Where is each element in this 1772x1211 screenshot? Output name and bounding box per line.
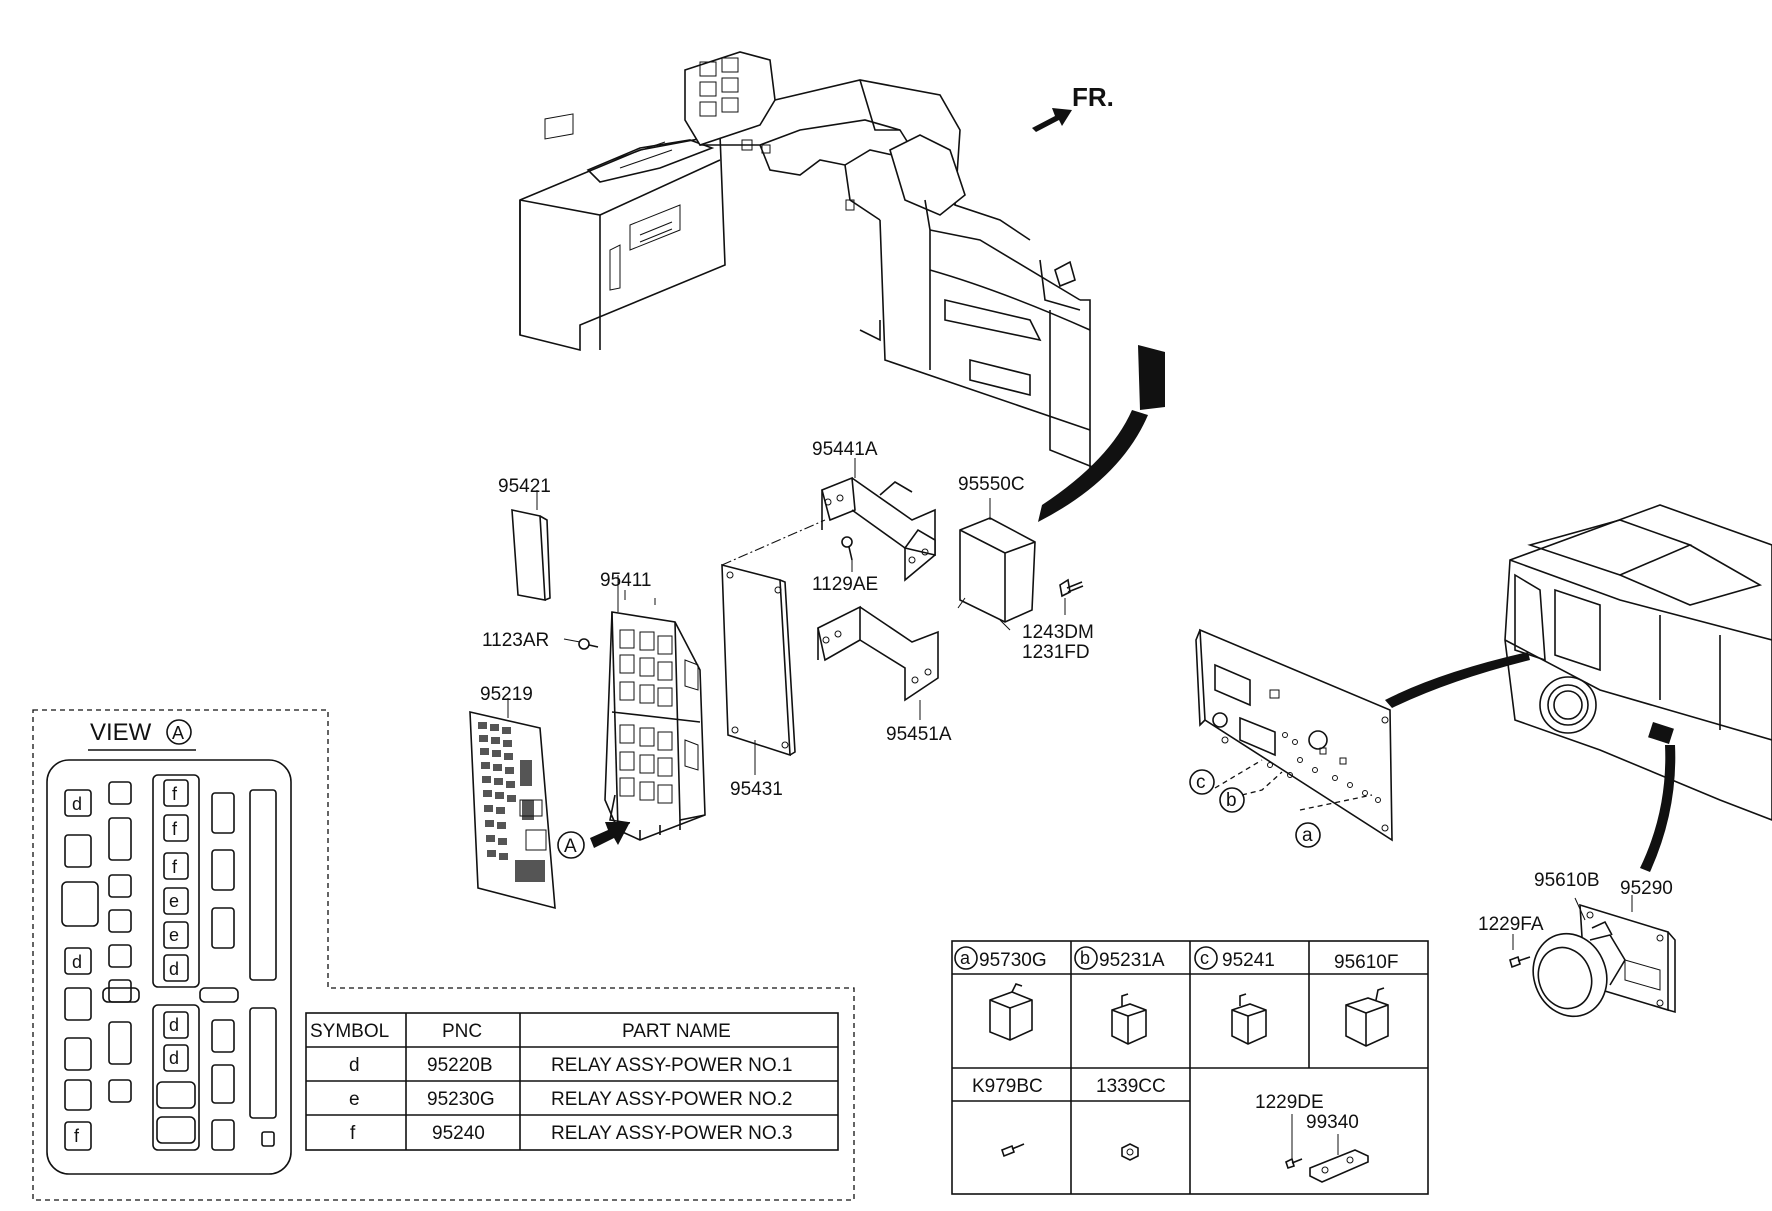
plate-icon-99340 (1309, 1134, 1369, 1183)
panel-loc-a: a (1302, 825, 1313, 846)
view-slot-label: d (169, 1015, 179, 1035)
table-row: d 95220B RELAY ASSY-POWER NO.1 (349, 1055, 792, 1076)
callout-95411: 95411 (600, 570, 651, 591)
relay-row-pnc: 95220B (427, 1055, 493, 1076)
grid-code-95231A: 95231A (1099, 950, 1165, 971)
relay-table-header-part-name: PART NAME (622, 1021, 731, 1042)
part-95411-junction-box (604, 575, 706, 841)
grid-symbol-b: b (1080, 948, 1090, 968)
relay-row-name: RELAY ASSY-POWER NO.2 (551, 1089, 792, 1110)
rear-electrical-panel (1189, 628, 1393, 848)
front-direction-arrow (1032, 108, 1072, 132)
grid-symbol-c: c (1200, 948, 1209, 968)
view-slot-label: d (72, 794, 82, 814)
relay-icon-95610F (1345, 987, 1389, 1047)
front-label: FR. (1072, 82, 1114, 112)
part-95421-cover (511, 490, 551, 601)
part-95550C-module (957, 498, 1036, 631)
part-1243DM-bolt (1059, 578, 1084, 615)
relay-icon-95241 (1231, 993, 1267, 1045)
part-95610B-horn (1532, 897, 1626, 1018)
grid-code-1229DE: 1229DE (1255, 1092, 1324, 1113)
view-slot-label: f (172, 857, 178, 877)
callout-95219: 95219 (480, 684, 533, 705)
nut-icon-1339CC (1121, 1143, 1139, 1161)
dashboard-illustration (519, 51, 1101, 480)
callout-95441A: 95441A (812, 439, 878, 460)
view-slot-label: f (74, 1126, 80, 1146)
grid-code-95241: 95241 (1222, 950, 1275, 971)
relay-row-pnc: 95240 (432, 1123, 485, 1144)
view-slot-label: e (169, 925, 179, 945)
location-pointer-bus-panel (1385, 652, 1530, 708)
bolt-icon-K979BC (1001, 1143, 1025, 1158)
table-row: f 95240 RELAY ASSY-POWER NO.3 (350, 1123, 792, 1144)
part-95441A-bracket (821, 458, 936, 582)
location-pointer-dash (1038, 345, 1165, 522)
part-95431-plate (721, 519, 826, 775)
view-a-fuse-box (46, 759, 292, 1175)
table-row: e 95230G RELAY ASSY-POWER NO.2 (349, 1089, 792, 1110)
relay-row-name: RELAY ASSY-POWER NO.3 (551, 1123, 792, 1144)
grid-code-99340: 99340 (1306, 1112, 1359, 1133)
view-a-title: VIEW (90, 719, 152, 746)
parts-grid (951, 940, 1429, 1195)
part-1123AR-screw (563, 638, 599, 650)
relay-row-symbol: f (350, 1123, 356, 1144)
view-slot-label: e (169, 891, 179, 911)
grid-code-95610F: 95610F (1334, 952, 1398, 973)
bus-illustration (1504, 504, 1772, 821)
relay-table-header-pnc: PNC (442, 1021, 482, 1042)
relay-row-symbol: d (349, 1055, 360, 1076)
relay-row-pnc: 95230G (427, 1089, 495, 1110)
view-slot-label: d (72, 952, 82, 972)
view-a-frame (32, 709, 855, 1201)
location-pointer-bus-95290 (1640, 745, 1676, 872)
grid-code-1339CC: 1339CC (1096, 1076, 1166, 1097)
bolt-icon-1229DE (1285, 1114, 1303, 1170)
part-1129AE-screw (841, 536, 853, 572)
callout-95431: 95431 (730, 779, 783, 800)
callout-1129AE: 1129AE (812, 574, 878, 595)
relay-row-symbol: e (349, 1089, 360, 1110)
relay-table-header-symbol: SYMBOL (310, 1021, 389, 1042)
callout-1231FD: 1231FD (1022, 642, 1090, 663)
callout-95290: 95290 (1620, 878, 1673, 899)
view-a-marker: A (564, 836, 577, 857)
callout-95610B: 95610B (1534, 870, 1600, 891)
view-slot-label: f (172, 784, 178, 804)
part-95451A-bracket (817, 605, 939, 720)
callout-1123AR: 1123AR (482, 630, 549, 651)
grid-symbol-a: a (960, 948, 971, 968)
panel-loc-c: c (1196, 772, 1206, 793)
callout-1229FA: 1229FA (1478, 914, 1544, 935)
grid-code-K979BC: K979BC (972, 1076, 1043, 1097)
relay-icon-95231A (1111, 993, 1147, 1045)
part-1229FA-bolt (1509, 934, 1531, 969)
grid-code-95730G: 95730G (979, 950, 1047, 971)
callout-1243DM: 1243DM (1022, 622, 1094, 643)
callout-95421: 95421 (498, 476, 551, 497)
view-slot-label: d (169, 959, 179, 979)
relay-table-grid (305, 1012, 839, 1151)
callout-95451A: 95451A (886, 724, 952, 745)
relay-icon-95730G (989, 983, 1033, 1041)
view-a-arrow (557, 822, 630, 859)
view-a-circle (166, 719, 192, 745)
view-slot-label: d (169, 1048, 179, 1068)
panel-loc-b: b (1226, 790, 1237, 811)
relay-row-name: RELAY ASSY-POWER NO.1 (551, 1055, 792, 1076)
callout-95550C: 95550C (958, 474, 1025, 495)
view-slot-label: f (172, 819, 178, 839)
part-95219-label-sheet (469, 698, 556, 910)
view-a-circle-letter: A (172, 723, 184, 743)
